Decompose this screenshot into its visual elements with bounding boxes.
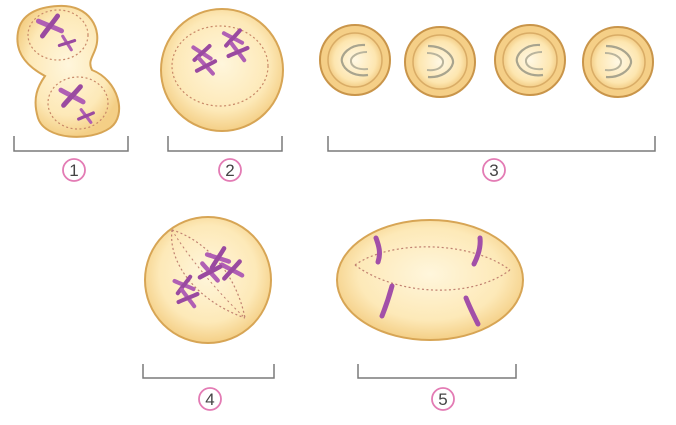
stage-3-cell-b bbox=[405, 27, 475, 97]
bracket-4 bbox=[143, 364, 274, 378]
stage-2-prophase-cell bbox=[161, 9, 283, 131]
bracket-1 bbox=[14, 136, 128, 151]
label-5: 5 bbox=[432, 388, 454, 410]
brackets bbox=[14, 136, 655, 378]
bracket-2 bbox=[168, 136, 282, 151]
stage-1-telophase-cell bbox=[17, 6, 119, 137]
label-4: 4 bbox=[199, 388, 221, 410]
label-1-text: 1 bbox=[69, 161, 78, 180]
label-3-text: 3 bbox=[489, 161, 498, 180]
label-4-text: 4 bbox=[205, 390, 214, 409]
stage-3-daughter-cells bbox=[320, 25, 653, 97]
stage-5-anaphase-cell bbox=[337, 220, 523, 340]
bracket-5 bbox=[358, 364, 516, 378]
stage-2-membrane bbox=[161, 9, 283, 131]
label-3: 3 bbox=[483, 159, 505, 181]
stage-3-cell-c bbox=[495, 25, 565, 95]
stage-3-cell-d bbox=[583, 27, 653, 97]
label-1: 1 bbox=[63, 159, 85, 181]
bracket-3 bbox=[328, 136, 655, 151]
stage-1-membrane bbox=[17, 6, 119, 137]
stage-5-membrane bbox=[337, 220, 523, 340]
label-2-text: 2 bbox=[225, 161, 234, 180]
stage-4-membrane bbox=[145, 217, 271, 343]
label-2: 2 bbox=[219, 159, 241, 181]
stage-4-metaphase-cell bbox=[145, 217, 271, 343]
label-5-text: 5 bbox=[438, 390, 447, 409]
stage-3-cell-a bbox=[320, 25, 390, 95]
